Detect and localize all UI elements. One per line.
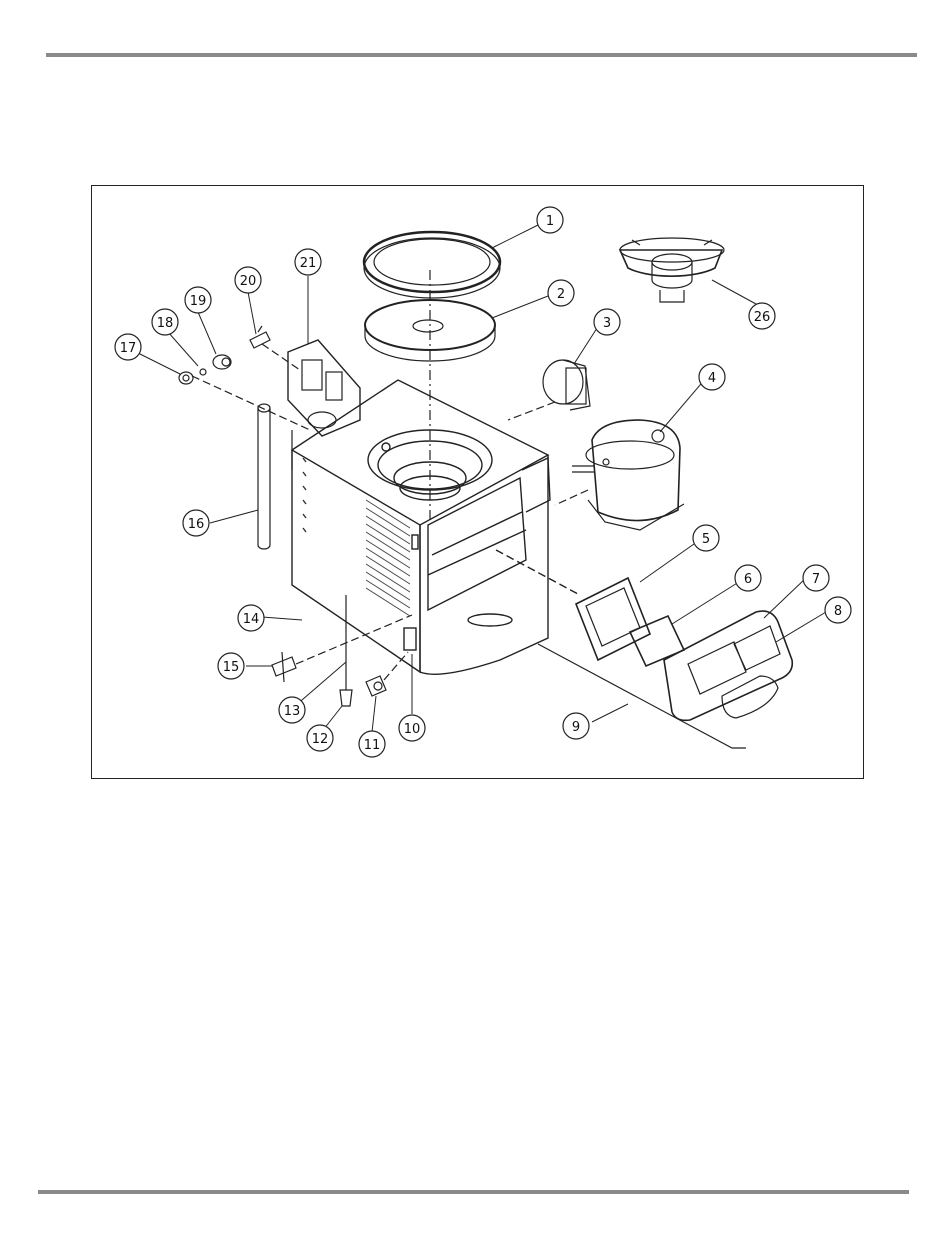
callout-1: 1	[537, 207, 563, 233]
callout-21: 21	[295, 249, 321, 275]
svg-text:1: 1	[546, 214, 554, 229]
part-18	[200, 369, 206, 375]
callout-14: 14	[238, 605, 264, 631]
svg-text:11: 11	[364, 738, 381, 753]
alignment-line-20	[262, 344, 300, 370]
svg-text:21: 21	[300, 256, 317, 271]
callout-15: 15	[218, 653, 244, 679]
callout-8: 8	[825, 597, 851, 623]
callout-3: 3	[594, 309, 620, 335]
part-26-cover	[620, 238, 724, 302]
part-16-tube	[258, 404, 270, 549]
callout-2: 2	[548, 280, 574, 306]
callout-11: 11	[359, 731, 385, 757]
callout-17: 17	[115, 334, 141, 360]
part-19	[213, 355, 231, 369]
svg-text:7: 7	[812, 572, 820, 587]
svg-text:8: 8	[834, 604, 842, 619]
part-20	[250, 326, 270, 348]
callout-9: 9	[563, 713, 589, 739]
callout-10: 10	[399, 715, 425, 741]
svg-text:5: 5	[702, 532, 710, 547]
main-cabinet	[292, 380, 578, 674]
part-21-bracket	[288, 340, 360, 470]
svg-text:15: 15	[223, 660, 240, 675]
part-4-compressor	[555, 420, 684, 530]
bottom-rule	[38, 1190, 909, 1194]
part-12	[340, 690, 352, 706]
alignment-line-17	[192, 376, 310, 430]
svg-text:20: 20	[240, 274, 257, 289]
alignment-line-15	[296, 615, 412, 664]
callout-7: 7	[803, 565, 829, 591]
svg-text:12: 12	[312, 732, 329, 747]
part-17	[179, 372, 193, 384]
part-8-cover	[722, 676, 778, 718]
svg-text:26: 26	[754, 310, 771, 325]
part-1-ring	[364, 232, 500, 298]
svg-text:6: 6	[744, 572, 752, 587]
svg-text:3: 3	[603, 316, 611, 331]
svg-text:19: 19	[190, 294, 207, 309]
svg-text:14: 14	[243, 612, 260, 627]
part-15	[272, 652, 296, 682]
svg-text:18: 18	[157, 316, 174, 331]
callout-16: 16	[183, 510, 209, 536]
callout-5: 5	[693, 525, 719, 551]
part-3-motor	[508, 360, 590, 420]
svg-text:16: 16	[188, 517, 205, 532]
callout-13: 13	[279, 697, 305, 723]
callout-12: 12	[307, 725, 333, 751]
callout-6: 6	[735, 565, 761, 591]
svg-text:13: 13	[284, 704, 301, 719]
svg-text:4: 4	[708, 371, 716, 386]
svg-text:2: 2	[557, 287, 565, 302]
svg-text:17: 17	[120, 341, 137, 356]
svg-text:10: 10	[404, 722, 421, 737]
part-7-frame	[664, 611, 792, 720]
part-11	[366, 676, 386, 696]
part-5-panel	[576, 578, 650, 660]
callout-18: 18	[152, 309, 178, 335]
callout-26: 26	[749, 303, 775, 329]
callout-19: 19	[185, 287, 211, 313]
svg-text:9: 9	[572, 720, 580, 735]
callout-20: 20	[235, 267, 261, 293]
callout-4: 4	[699, 364, 725, 390]
